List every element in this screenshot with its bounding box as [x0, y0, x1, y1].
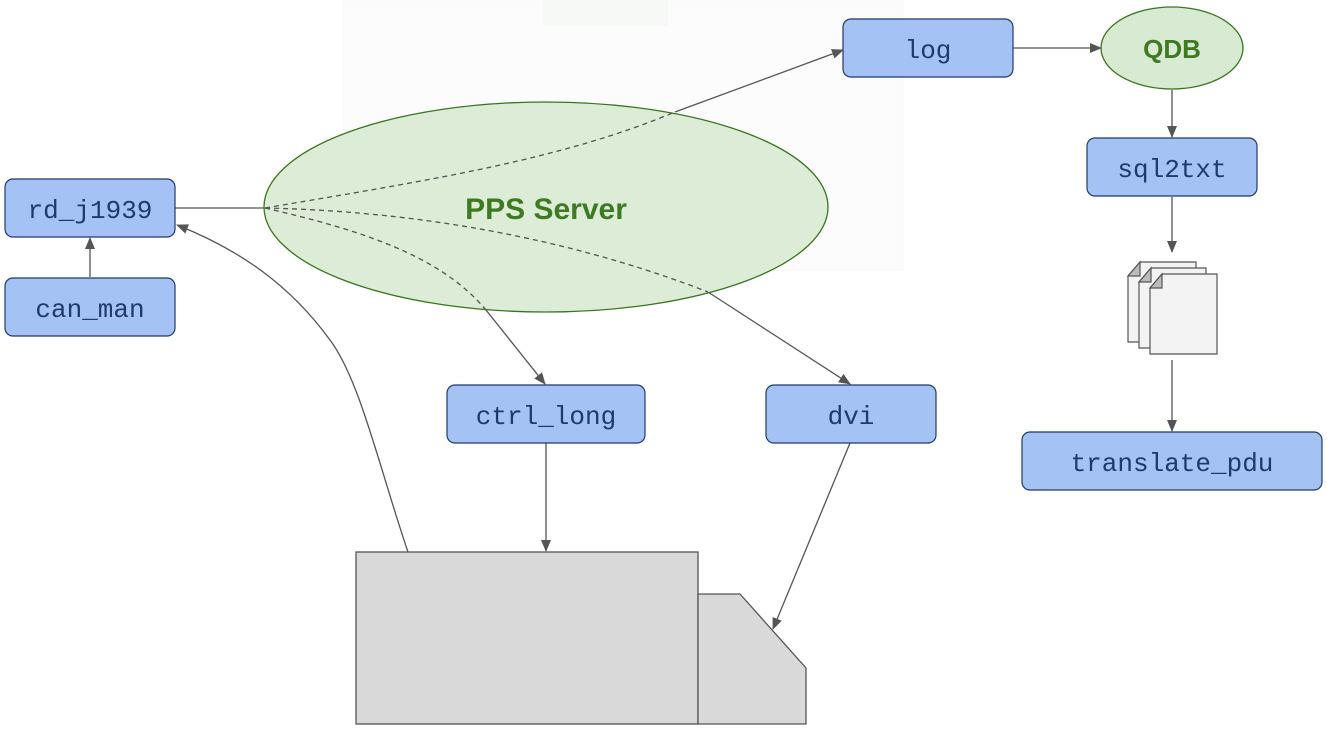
pps-server-label: PPS Server — [465, 193, 627, 226]
edge-vehicle-to-rd — [176, 224, 409, 553]
edge-pps-to-log-solid — [674, 49, 844, 113]
sql2txt-label: sql2txt — [1117, 155, 1226, 185]
can-man-label: can_man — [35, 295, 144, 325]
translate-pdu-node: translate_pdu — [1021, 431, 1323, 491]
document-stack-icon — [1126, 260, 1218, 355]
translate-pdu-label: translate_pdu — [1071, 449, 1274, 479]
sql2txt-node: sql2txt — [1086, 137, 1258, 197]
rd-j1939-label: rd_j1939 — [28, 196, 153, 226]
edge-pps-to-ctrl-solid — [485, 309, 546, 385]
vehicle-shape — [355, 551, 807, 725]
edge-dvi-to-vehicle — [772, 442, 851, 630]
log-label: log — [905, 36, 952, 66]
dvi-node: dvi — [765, 384, 937, 444]
pps-server-node: PPS Server — [263, 101, 829, 313]
ctrl-long-label: ctrl_long — [476, 402, 616, 432]
qdb-label: QDB — [1143, 34, 1201, 64]
dvi-label: dvi — [828, 402, 875, 432]
qdb-node: QDB — [1100, 6, 1244, 90]
log-node: log — [842, 18, 1014, 78]
rd-j1939-node: rd_j1939 — [4, 178, 176, 238]
ctrl-long-node: ctrl_long — [446, 384, 646, 444]
edge-pps-to-dvi-solid — [707, 291, 851, 385]
can-man-node: can_man — [4, 277, 176, 337]
